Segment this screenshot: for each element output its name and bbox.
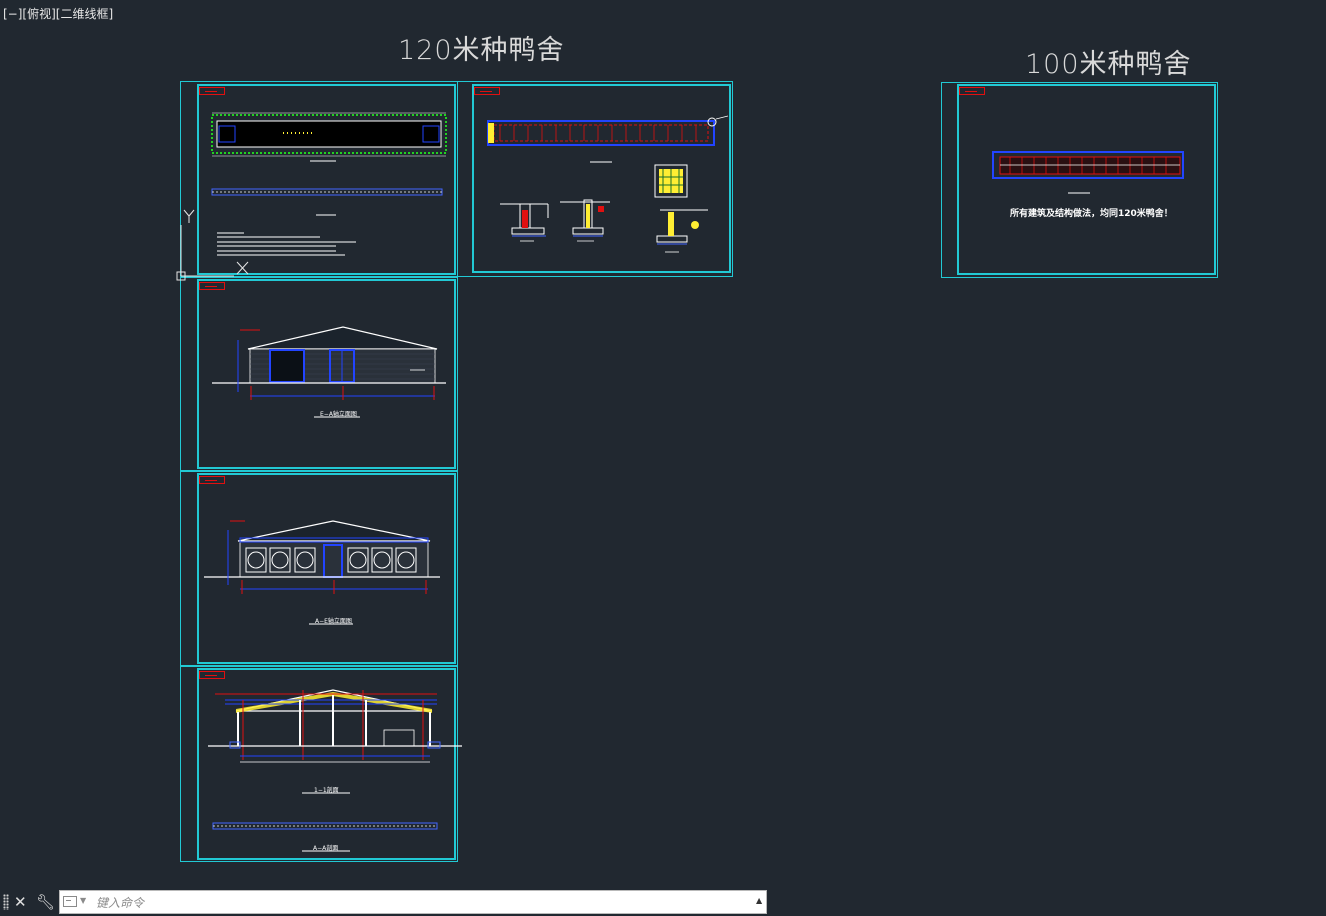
wrench-icon[interactable]: 🔧︎ (36, 893, 56, 911)
sheet-tag (959, 87, 985, 95)
sheet-100m-inner (957, 84, 1216, 275)
chevron-down-icon[interactable]: ▼ (80, 896, 87, 905)
sheet-foundation-inner (472, 84, 731, 273)
command-bar-grip[interactable] (3, 894, 9, 910)
sheet-sections-outer (180, 666, 458, 862)
chevron-up-icon[interactable]: ▲ (756, 896, 763, 905)
note-same-as-120m: 所有建筑及结构做法，均同120米鸭舍！ (1010, 209, 1173, 219)
sheet-tag (199, 671, 225, 679)
elevation-ae-drawing (204, 520, 440, 625)
sheet-elevation-ea-outer (180, 277, 458, 471)
sheet-elevation-ae-inner (197, 473, 456, 664)
caption-section-a-a: A−A剖面 (313, 845, 339, 852)
elevation-ea-drawing (212, 326, 446, 418)
sheet-sections-inner (197, 668, 456, 860)
sheet-elevation-ea-inner (197, 279, 456, 469)
sheet-tag (199, 282, 225, 290)
floor-plan-drawing (211, 112, 447, 256)
sheet-tag (199, 87, 225, 95)
title-120m-duck-house: 120米种鸭舍 (398, 35, 565, 66)
sheet-elevation-ae-outer (180, 471, 458, 666)
caption-elevation-ae: A−E轴立面图 (315, 618, 352, 625)
sheet-plan-inner (197, 84, 456, 275)
sheet-100m-outer (941, 82, 1218, 278)
title-100m-duck-house: 100米种鸭舍 (1025, 49, 1192, 80)
sheet-foundation-outer (457, 81, 733, 277)
sheet-tag (199, 476, 225, 484)
plan-100m-drawing (992, 151, 1184, 194)
viewport-controls-label[interactable]: [−][俯视][二维线框] (3, 7, 114, 21)
ucs-icon (176, 209, 249, 281)
caption-elevation-ea: E−A轴立面图 (320, 411, 357, 418)
sheet-tag (474, 87, 500, 95)
section-drawing (208, 689, 462, 852)
command-prompt-icon[interactable] (63, 896, 77, 907)
foundation-plan-drawing (487, 115, 729, 253)
close-icon[interactable]: ✕ (14, 893, 27, 911)
command-input[interactable] (94, 892, 748, 914)
caption-section-1-1: 1−1剖面 (314, 787, 339, 794)
